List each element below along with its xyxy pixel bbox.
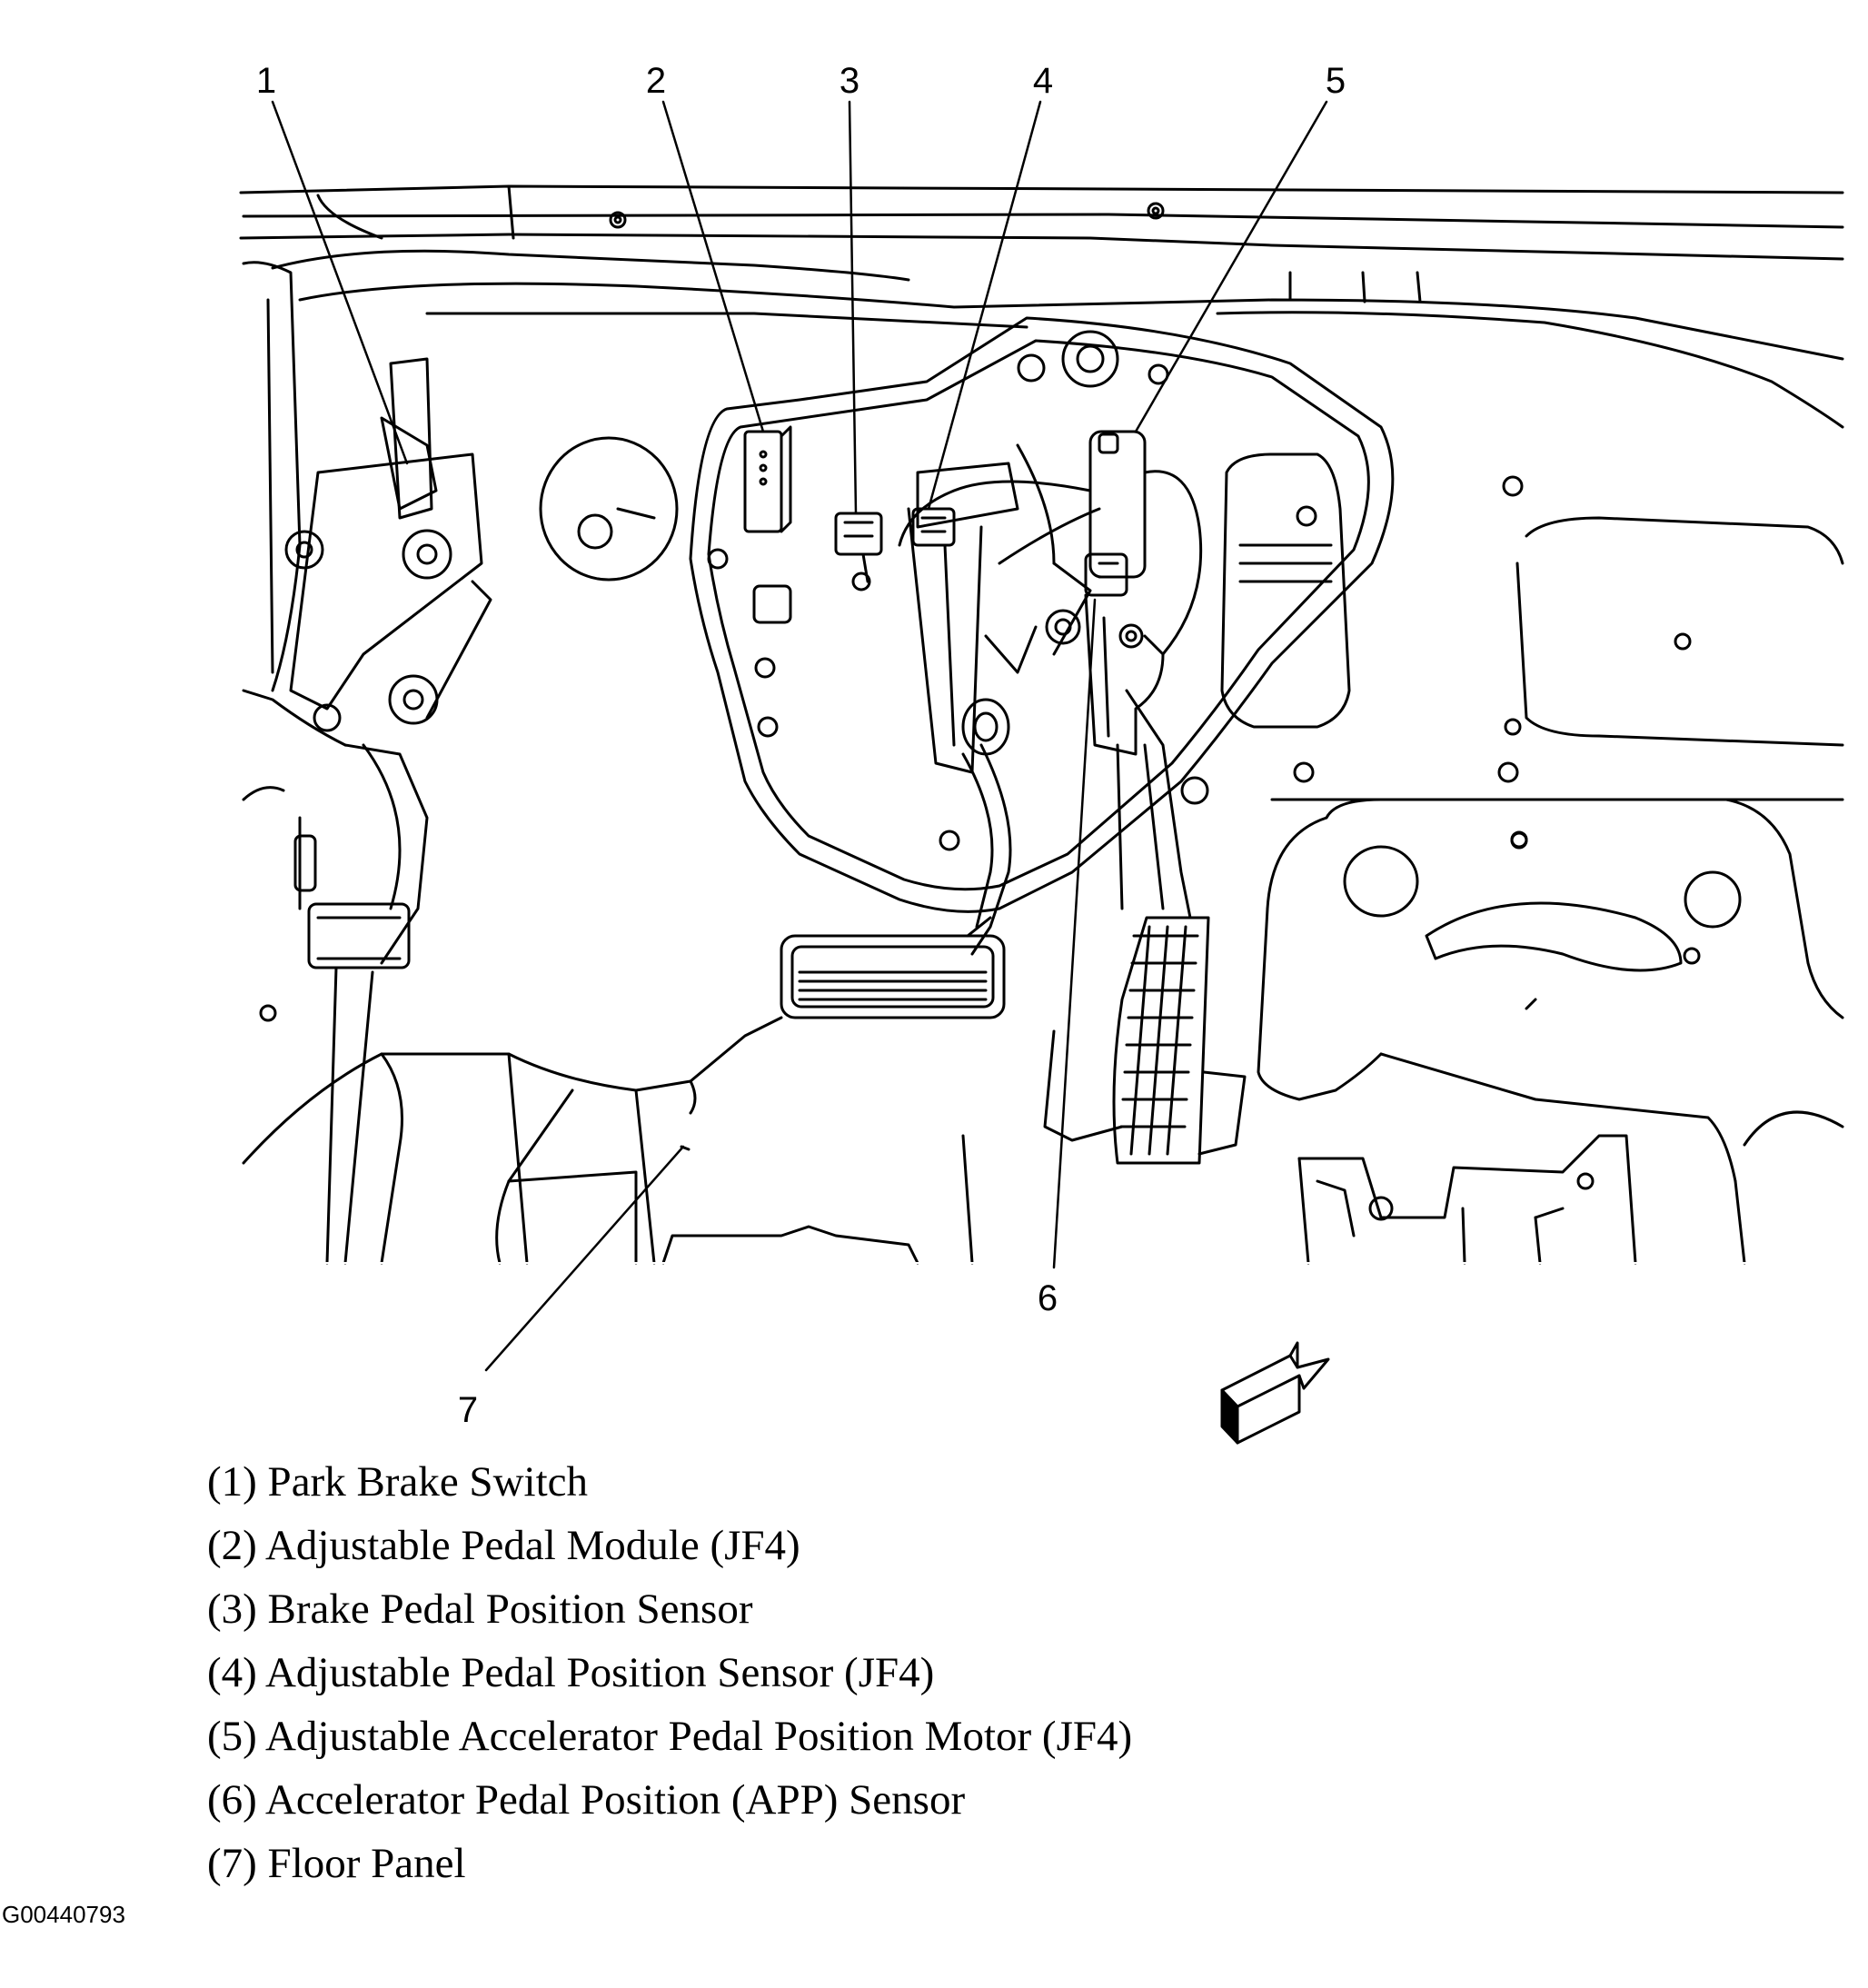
figure-id: G00440793: [2, 1901, 125, 1928]
legend-item-floor-panel: (7) Floor Panel: [207, 1840, 466, 1887]
left-side-panel: [242, 261, 347, 801]
callout-number-5: 5: [1326, 61, 1346, 101]
legend-item-brake-pedal-position-sensor: (3) Brake Pedal Position Sensor: [207, 1585, 753, 1633]
leader-line-1: [271, 100, 409, 465]
adjustable-pedal-position-sensor: [911, 507, 956, 547]
park-brake-assembly: [259, 357, 492, 1265]
leader-line-7: [484, 1145, 685, 1372]
pedal-bracket-plate: [689, 316, 1395, 913]
callout-number-1: 1: [256, 61, 276, 101]
floor-tunnel: [1257, 798, 1844, 1265]
legend-item-app-sensor: (6) Accelerator Pedal Position (APP) Sen…: [207, 1776, 966, 1824]
callout-number-2: 2: [646, 61, 666, 101]
callout-number-6: 6: [1038, 1278, 1058, 1318]
callout-number-7: 7: [458, 1390, 478, 1430]
pedal-assembly-illustration: 1 2 3 4 5 6 7: [239, 61, 1844, 1445]
leader-line-3: [848, 100, 858, 515]
dash-opening-left: [539, 436, 679, 581]
brake-pedal-assembly: [780, 443, 1092, 1019]
accelerator-pedal-assembly: [1043, 593, 1247, 1165]
leader-line-2: [661, 100, 765, 433]
leader-line-5: [1134, 100, 1328, 433]
legend-item-park-brake-switch: (1) Park Brake Switch: [207, 1458, 588, 1506]
brake-pedal-position-sensor: [834, 512, 883, 591]
adjustable-pedal-module: [743, 425, 792, 533]
floor-panel: [242, 1016, 974, 1265]
callout-numbers: 1 2 3 4 5 6 7: [256, 61, 1346, 1430]
legend-item-adjustable-pedal-module: (2) Adjustable Pedal Module (JF4): [207, 1522, 800, 1569]
callout-number-4: 4: [1033, 61, 1053, 101]
dash-top-panel: [239, 184, 1844, 429]
seat-bracket: [1297, 1134, 1637, 1265]
callout-number-3: 3: [840, 61, 859, 101]
leader-line-6: [1052, 598, 1097, 1269]
callout-leader-lines: [271, 100, 1328, 1372]
legend-item-adjustable-pedal-position-sensor: (4) Adjustable Pedal Position Sensor (JF…: [207, 1649, 935, 1696]
forward-arrow-icon: [1220, 1341, 1330, 1445]
leader-line-4: [927, 100, 1042, 511]
callout-legend: (1) Park Brake Switch (2) Adjustable Ped…: [207, 1450, 1132, 1895]
legend-item-accelerator-pedal-position-motor: (5) Adjustable Accelerator Pedal Positio…: [207, 1713, 1133, 1760]
adjustable-accelerator-pedal-position-motor: [898, 430, 1203, 656]
